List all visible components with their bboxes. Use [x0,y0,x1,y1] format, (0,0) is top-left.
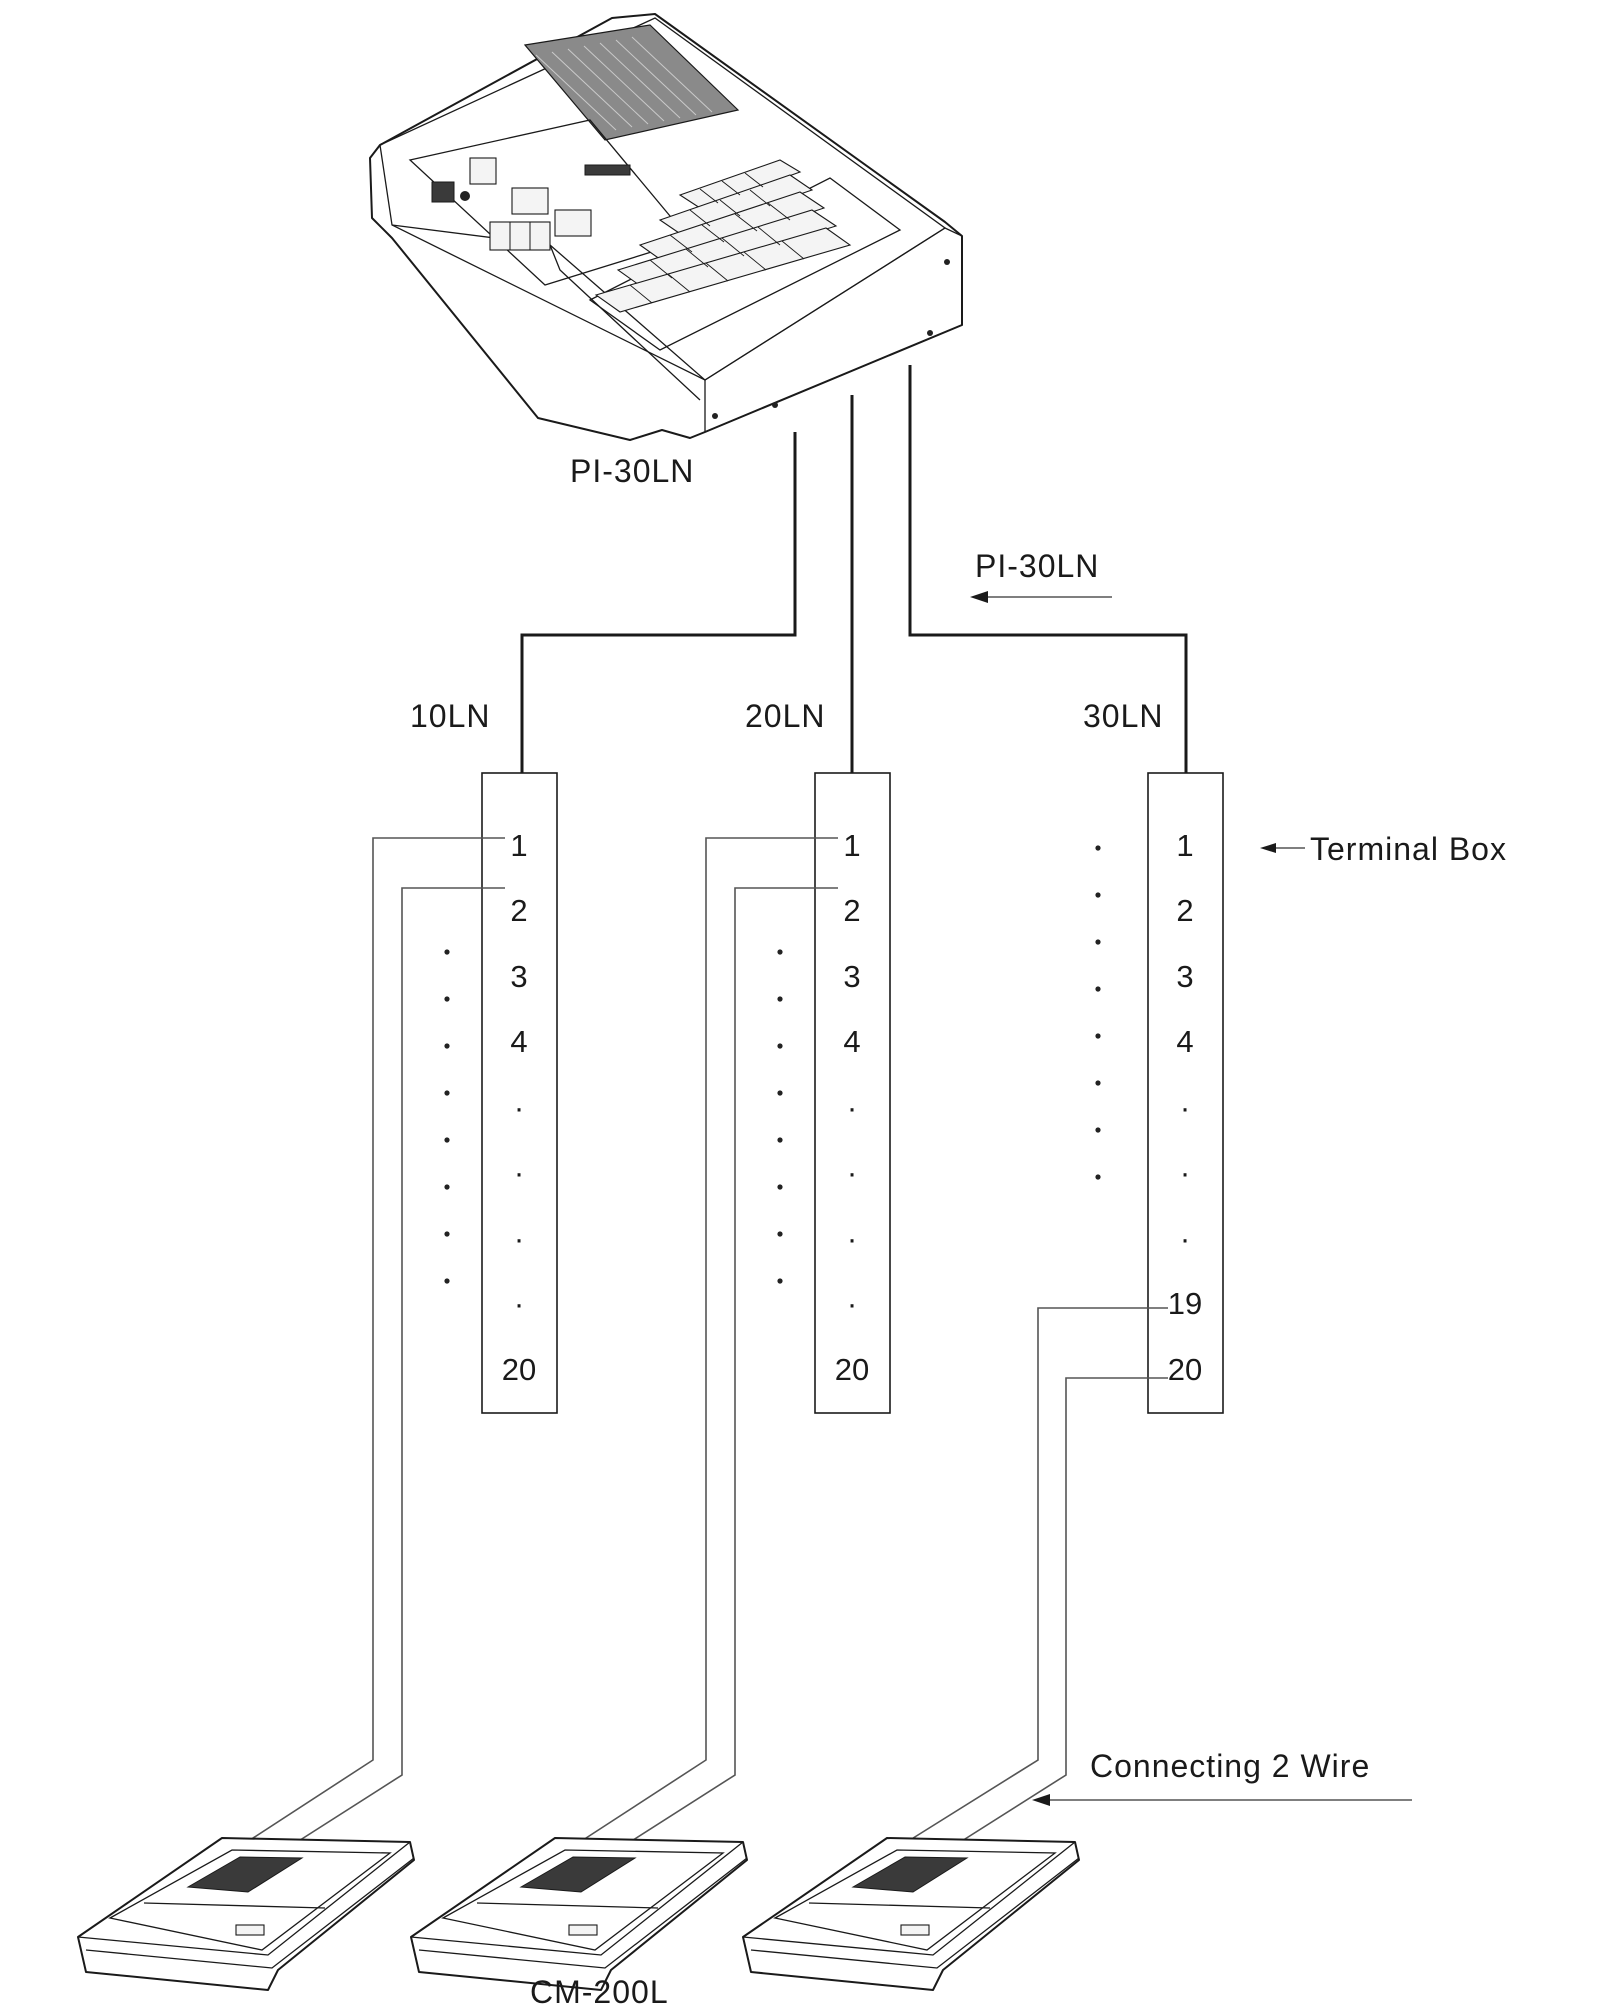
line-label-30ln: 30LN [1083,698,1164,734]
terminal-box-label: Terminal Box [1310,831,1507,867]
arrow-left-icon [970,591,1112,603]
terminal-number: · [1180,1221,1190,1256]
terminal-number: 20 [835,1352,869,1387]
terminal-number: 3 [510,959,527,994]
terminal-box-1: 1 2 3 4 · · · · 20 [481,772,558,1414]
terminal-box-3: 1 2 3 4 · · · 19 20 [1147,772,1224,1414]
intercom-master-station-icon [369,13,963,441]
terminal-number: 2 [510,893,527,928]
arrow-left-icon [1260,843,1305,853]
terminal-number: 2 [1176,893,1193,928]
terminal-number: 20 [1168,1352,1202,1387]
terminal-number: 20 [502,1352,536,1387]
master-station-label: PI-30LN [570,453,694,489]
terminal-number: 1 [843,828,860,863]
intercom-substation-icon [77,1837,415,1991]
master-cables [520,365,1188,773]
terminal-number: · [847,1221,857,1256]
terminal-number: · [847,1155,857,1190]
terminal-number: · [514,1286,524,1321]
selector-keys [588,159,902,351]
substation-label: CM-200L [530,1974,669,2010]
terminal-number: 4 [843,1024,860,1059]
terminal-number: · [1180,1155,1190,1190]
terminal-number: · [847,1286,857,1321]
terminal-number: · [514,1221,524,1256]
terminal-number: 3 [1176,959,1193,994]
terminal-number: 2 [843,893,860,928]
terminal-number: · [847,1090,857,1125]
substation-wires [249,837,1168,1859]
intercom-substation-icon [742,1837,1080,1991]
terminal-number: · [514,1090,524,1125]
terminal-number: 4 [1176,1024,1193,1059]
master-station-arrow-label: PI-30LN [975,548,1099,584]
terminal-number: · [1180,1090,1190,1125]
line-label-20ln: 20LN [745,698,826,734]
terminal-number: 1 [1176,828,1193,863]
terminal-number: · [514,1155,524,1190]
connecting-wire-label: Connecting 2 Wire [1090,1748,1370,1784]
continuation-dots [444,845,1101,1284]
terminal-number: 19 [1168,1286,1202,1321]
line-label-10ln: 10LN [410,698,491,734]
terminal-number: 3 [843,959,860,994]
intercom-substation-icon [410,1837,748,1991]
terminal-number: 1 [510,828,527,863]
terminal-box-2: 1 2 3 4 · · · · 20 [814,772,891,1414]
terminal-number: 4 [510,1024,527,1059]
arrow-left-icon [1032,1794,1412,1806]
